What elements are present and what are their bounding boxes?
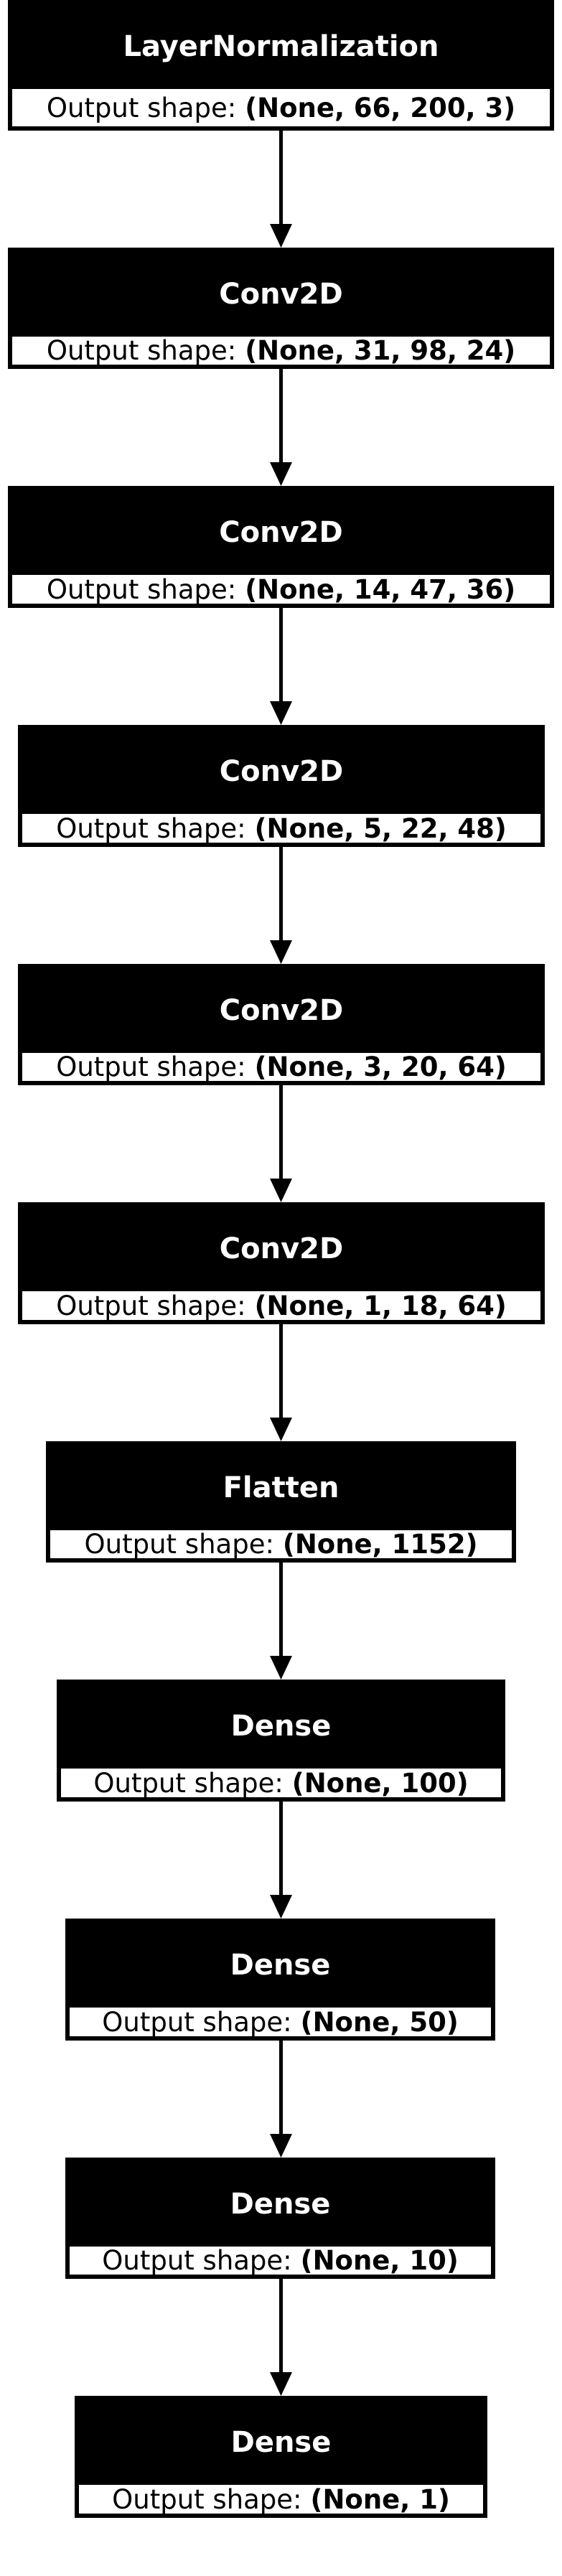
output-shape-value: (None, 31, 98, 24) bbox=[245, 335, 516, 366]
layer-node-dense: Dense Output shape: (None, 1) bbox=[75, 2396, 487, 2518]
output-shape-label: Output shape: bbox=[102, 2006, 292, 2038]
layer-name: Conv2D bbox=[22, 1207, 540, 1291]
output-shape-value: (None, 10) bbox=[300, 2245, 459, 2276]
output-shape-label: Output shape: bbox=[93, 1767, 284, 1799]
edge-4 bbox=[270, 1085, 292, 1202]
output-shape-value: (None, 5, 22, 48) bbox=[254, 812, 507, 844]
layer-output: Output shape: (None, 3, 20, 64) bbox=[22, 1052, 540, 1082]
arrowhead-icon bbox=[270, 2134, 292, 2158]
layer-node-conv2d: Conv2D Output shape: (None, 14, 47, 36) bbox=[8, 486, 554, 608]
edge-5 bbox=[270, 1324, 292, 1441]
layer-name: Dense bbox=[79, 2400, 483, 2485]
layer-output: Output shape: (None, 1, 18, 64) bbox=[22, 1290, 540, 1321]
output-shape-value: (None, 100) bbox=[291, 1767, 469, 1799]
edge-6 bbox=[270, 1563, 292, 1680]
layer-node-conv2d: Conv2D Output shape: (None, 31, 98, 24) bbox=[8, 248, 554, 369]
layer-name: Dense bbox=[70, 1923, 491, 2008]
layer-node-conv2d: Conv2D Output shape: (None, 3, 20, 64) bbox=[18, 964, 545, 1085]
output-shape-value: (None, 1152) bbox=[282, 1529, 478, 1560]
output-shape-label: Output shape: bbox=[46, 92, 237, 123]
edge-3 bbox=[270, 847, 292, 964]
layer-output: Output shape: (None, 100) bbox=[61, 1767, 501, 1799]
arrowhead-icon bbox=[270, 1895, 292, 1919]
layer-output: Output shape: (None, 10) bbox=[70, 2245, 491, 2276]
output-shape-value: (None, 50) bbox=[300, 2006, 459, 2038]
output-shape-label: Output shape: bbox=[46, 573, 237, 605]
layer-output: Output shape: (None, 50) bbox=[70, 2006, 491, 2038]
layer-name: Conv2D bbox=[12, 490, 550, 575]
layer-output: Output shape: (None, 31, 98, 24) bbox=[12, 335, 550, 366]
edge-9 bbox=[270, 2279, 292, 2396]
arrowhead-icon bbox=[270, 940, 292, 964]
layer-node-dense: Dense Output shape: (None, 10) bbox=[65, 2158, 495, 2279]
layer-output: Output shape: (None, 1) bbox=[79, 2483, 483, 2515]
output-shape-label: Output shape: bbox=[56, 1052, 246, 1082]
output-shape-label: Output shape: bbox=[112, 2483, 302, 2515]
layer-name: LayerNormalization bbox=[12, 4, 550, 89]
output-shape-label: Output shape: bbox=[84, 1529, 274, 1560]
output-shape-label: Output shape: bbox=[102, 2245, 292, 2276]
arrowhead-icon bbox=[270, 224, 292, 248]
layer-name: Flatten bbox=[50, 1446, 512, 1530]
layer-name: Dense bbox=[61, 1684, 501, 1769]
layer-name: Conv2D bbox=[22, 968, 540, 1053]
layer-name: Dense bbox=[70, 2162, 491, 2247]
edge-1 bbox=[270, 369, 292, 486]
layer-node-conv2d: Conv2D Output shape: (None, 5, 22, 48) bbox=[18, 725, 545, 847]
layer-node-flatten: Flatten Output shape: (None, 1152) bbox=[46, 1441, 516, 1563]
edge-8 bbox=[270, 2041, 292, 2158]
output-shape-value: (None, 66, 200, 3) bbox=[245, 92, 516, 123]
output-shape-value: (None, 3, 20, 64) bbox=[254, 1052, 507, 1082]
edge-2 bbox=[270, 608, 292, 725]
layer-output: Output shape: (None, 1152) bbox=[50, 1529, 512, 1560]
layer-output: Output shape: (None, 14, 47, 36) bbox=[12, 573, 550, 605]
output-shape-value: (None, 1, 18, 64) bbox=[254, 1290, 507, 1321]
layer-name: Conv2D bbox=[22, 729, 540, 814]
layer-output: Output shape: (None, 66, 200, 3) bbox=[12, 89, 550, 126]
edge-0 bbox=[270, 131, 292, 248]
layer-node-conv2d: Conv2D Output shape: (None, 1, 18, 64) bbox=[18, 1202, 545, 1324]
arrowhead-icon bbox=[270, 2372, 292, 2396]
layer-node-dense: Dense Output shape: (None, 50) bbox=[65, 1919, 495, 2041]
edge-7 bbox=[270, 1802, 292, 1919]
output-shape-value: (None, 1) bbox=[310, 2483, 450, 2515]
layer-name: Conv2D bbox=[12, 252, 550, 337]
layer-node-dense: Dense Output shape: (None, 100) bbox=[57, 1680, 505, 1802]
output-shape-label: Output shape: bbox=[46, 335, 237, 366]
layer-node-layernormalization: LayerNormalization Output shape: (None, … bbox=[8, 0, 554, 131]
output-shape-value: (None, 14, 47, 36) bbox=[245, 573, 516, 605]
layer-output: Output shape: (None, 5, 22, 48) bbox=[22, 812, 540, 844]
arrowhead-icon bbox=[270, 1656, 292, 1680]
arrowhead-icon bbox=[270, 1179, 292, 1202]
arrowhead-icon bbox=[270, 462, 292, 486]
output-shape-label: Output shape: bbox=[56, 1290, 246, 1321]
arrowhead-icon bbox=[270, 701, 292, 725]
output-shape-label: Output shape: bbox=[56, 812, 246, 844]
arrowhead-icon bbox=[270, 1418, 292, 1441]
